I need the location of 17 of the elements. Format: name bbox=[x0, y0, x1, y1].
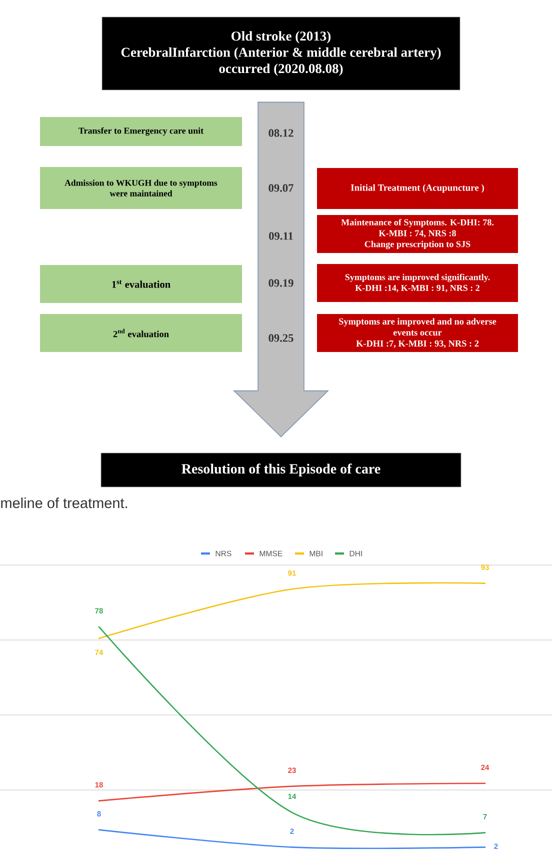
event-box: 2$^{nd}$ evaluation bbox=[40, 314, 242, 352]
status-box: Symptoms are improved and no adverse events occur K-DHI :7, K-MBI : 93, NRS : 2 bbox=[317, 314, 518, 352]
event-box: 1$^{st}$ evaluation bbox=[40, 265, 242, 303]
status-box: Initial Treatment (Acupuncture ) bbox=[317, 168, 518, 209]
date-label: 08.12 bbox=[268, 129, 294, 137]
caption: meline of treatment. bbox=[1, 498, 127, 508]
closing-box: Resolution of this Episode of care bbox=[100, 452, 462, 488]
date-label: 09.11 bbox=[269, 232, 293, 240]
block-arrow bbox=[233, 102, 329, 438]
date-label: 09.19 bbox=[268, 279, 294, 287]
heading-box: Old stroke (2013) CerebralInfarction (Anterior & middle cerebral artery) occurred (2020.08.08) bbox=[102, 16, 460, 90]
date-label: 09.07 bbox=[268, 184, 294, 192]
status-box: Symptoms are improved significantly. K-DHI :14, K-MBI : 91, NRS : 2 bbox=[317, 264, 518, 302]
event-box: Transfer to Emergency care unit bbox=[40, 117, 242, 146]
event-box: Admission to WKUGH due to symptoms were maintained bbox=[40, 167, 242, 209]
date-label: 09.25 bbox=[268, 334, 294, 342]
status-box: Maintenance of Symptoms. K-DHI: 78. K-MBI : 74, NRS :8 Change prescription to SJS bbox=[317, 215, 518, 253]
